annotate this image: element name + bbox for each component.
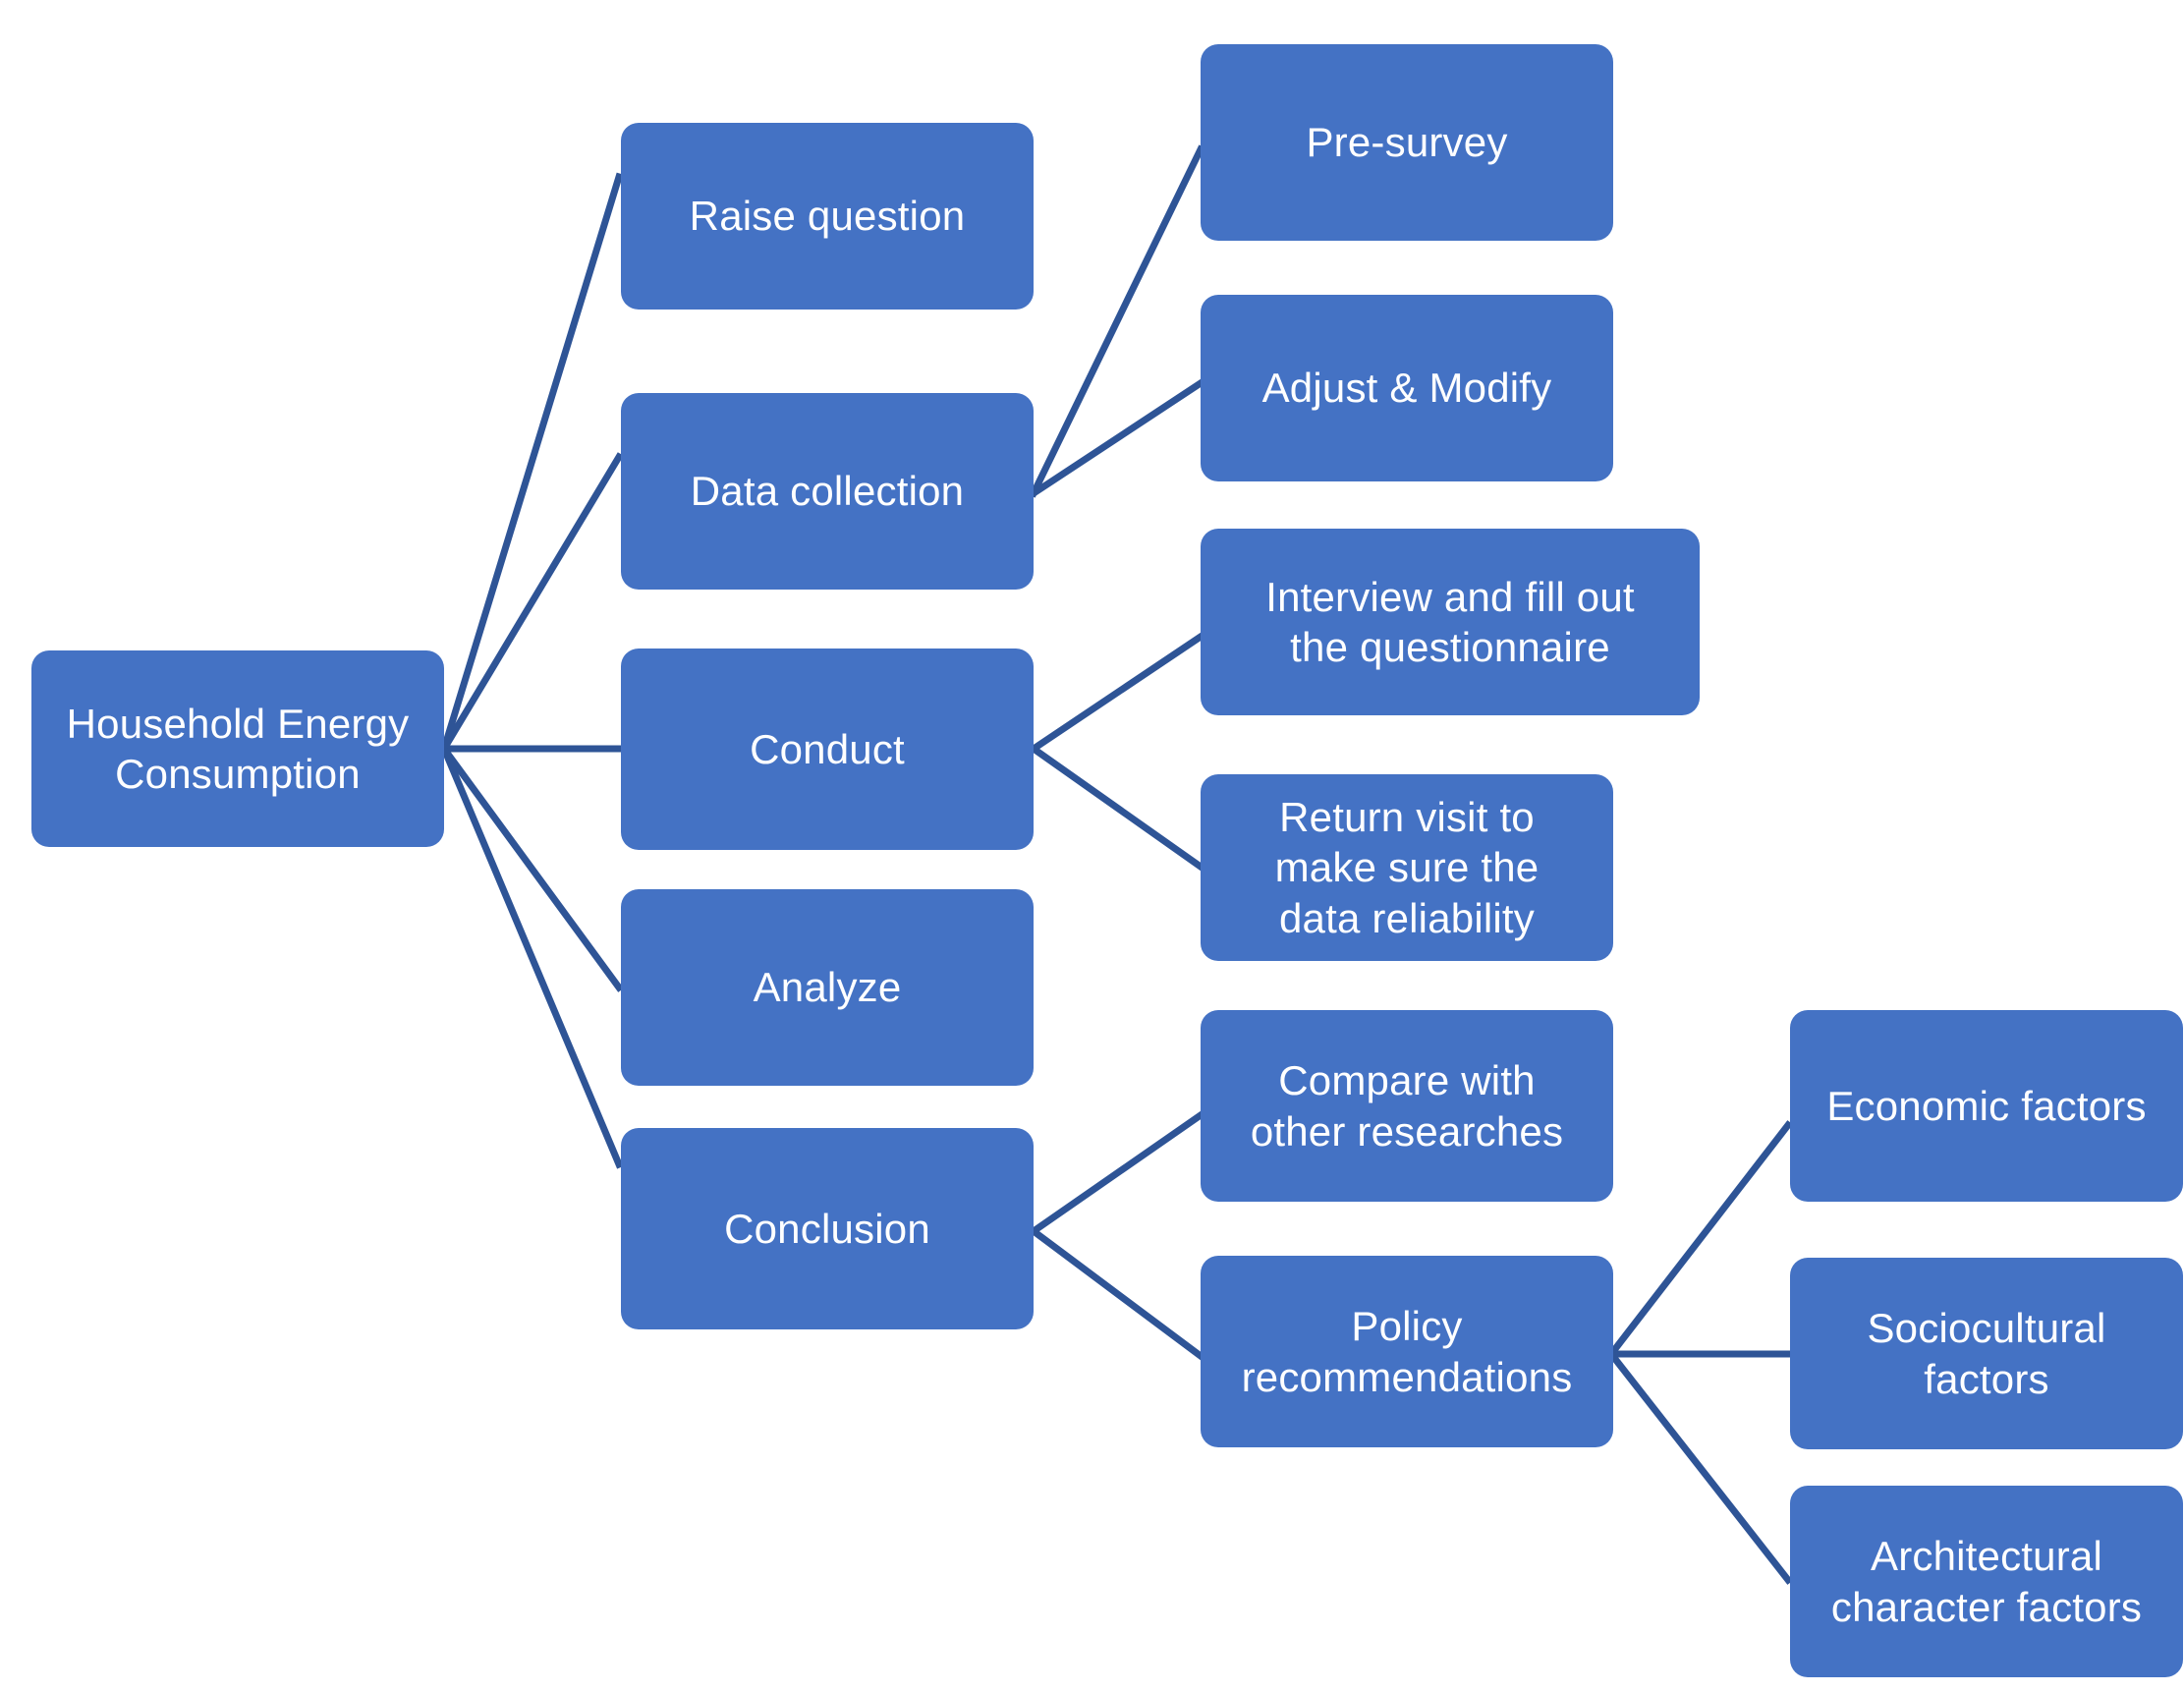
edge-data-collection-adjust (1029, 378, 1205, 498)
node-sociocultural-factors[interactable]: Sociocultural factors (1790, 1258, 2183, 1449)
node-label: Compare with other researches (1250, 1057, 1564, 1155)
node-compare-researches[interactable]: Compare with other researches (1201, 1010, 1613, 1202)
node-label: Sociocultural factors (1867, 1305, 2106, 1402)
node-label: Interview and fill out the questionnaire (1265, 573, 1635, 670)
node-label: Adjust & Modify (1261, 365, 1552, 412)
node-architectural-character-factors[interactable]: Architectural character factors (1790, 1486, 2183, 1677)
node-conduct[interactable]: Conduct (621, 649, 1034, 850)
node-adjust-modify[interactable]: Adjust & Modify (1201, 295, 1613, 481)
edge-policy-economic (1606, 1120, 1793, 1359)
edge-root-data-collection (439, 452, 624, 754)
edge-data-collection-pre-survey (1029, 144, 1205, 498)
node-label: Data collection (690, 468, 965, 515)
node-label: Raise question (689, 193, 966, 240)
node-return-visit[interactable]: Return visit to make sure the data relia… (1201, 774, 1613, 961)
edge-conduct-return-visit (1029, 744, 1205, 872)
node-data-collection[interactable]: Data collection (621, 393, 1034, 590)
edge-root-raise-question (439, 172, 624, 754)
node-label: Return visit to make sure the data relia… (1274, 794, 1540, 941)
node-label: Conclusion (724, 1205, 930, 1252)
edge-policy-architectural (1606, 1349, 1793, 1585)
node-label: Conduct (750, 725, 905, 772)
edge-conclusion-policy (1029, 1226, 1205, 1361)
node-interview-questionnaire[interactable]: Interview and fill out the questionnaire (1201, 529, 1700, 715)
node-label: Policy recommendations (1241, 1303, 1573, 1400)
node-pre-survey[interactable]: Pre-survey (1201, 44, 1613, 241)
edge-root-analyze (439, 744, 624, 992)
node-conclusion[interactable]: Conclusion (621, 1128, 1034, 1329)
node-label: Household Energy Consumption (66, 700, 410, 797)
edge-conclusion-compare (1029, 1110, 1205, 1236)
node-label: Analyze (753, 964, 902, 1011)
node-policy-recommendations[interactable]: Policy recommendations (1201, 1256, 1613, 1447)
node-label: Architectural character factors (1830, 1533, 2143, 1630)
edge-conduct-interview (1029, 632, 1205, 754)
node-economic-factors[interactable]: Economic factors (1790, 1010, 2183, 1202)
node-analyze[interactable]: Analyze (621, 889, 1034, 1086)
node-household-energy-consumption[interactable]: Household Energy Consumption (31, 650, 444, 847)
node-label: Economic factors (1826, 1082, 2147, 1129)
node-raise-question[interactable]: Raise question (621, 123, 1034, 310)
edge-root-conclusion (439, 744, 624, 1169)
node-label: Pre-survey (1306, 119, 1508, 166)
